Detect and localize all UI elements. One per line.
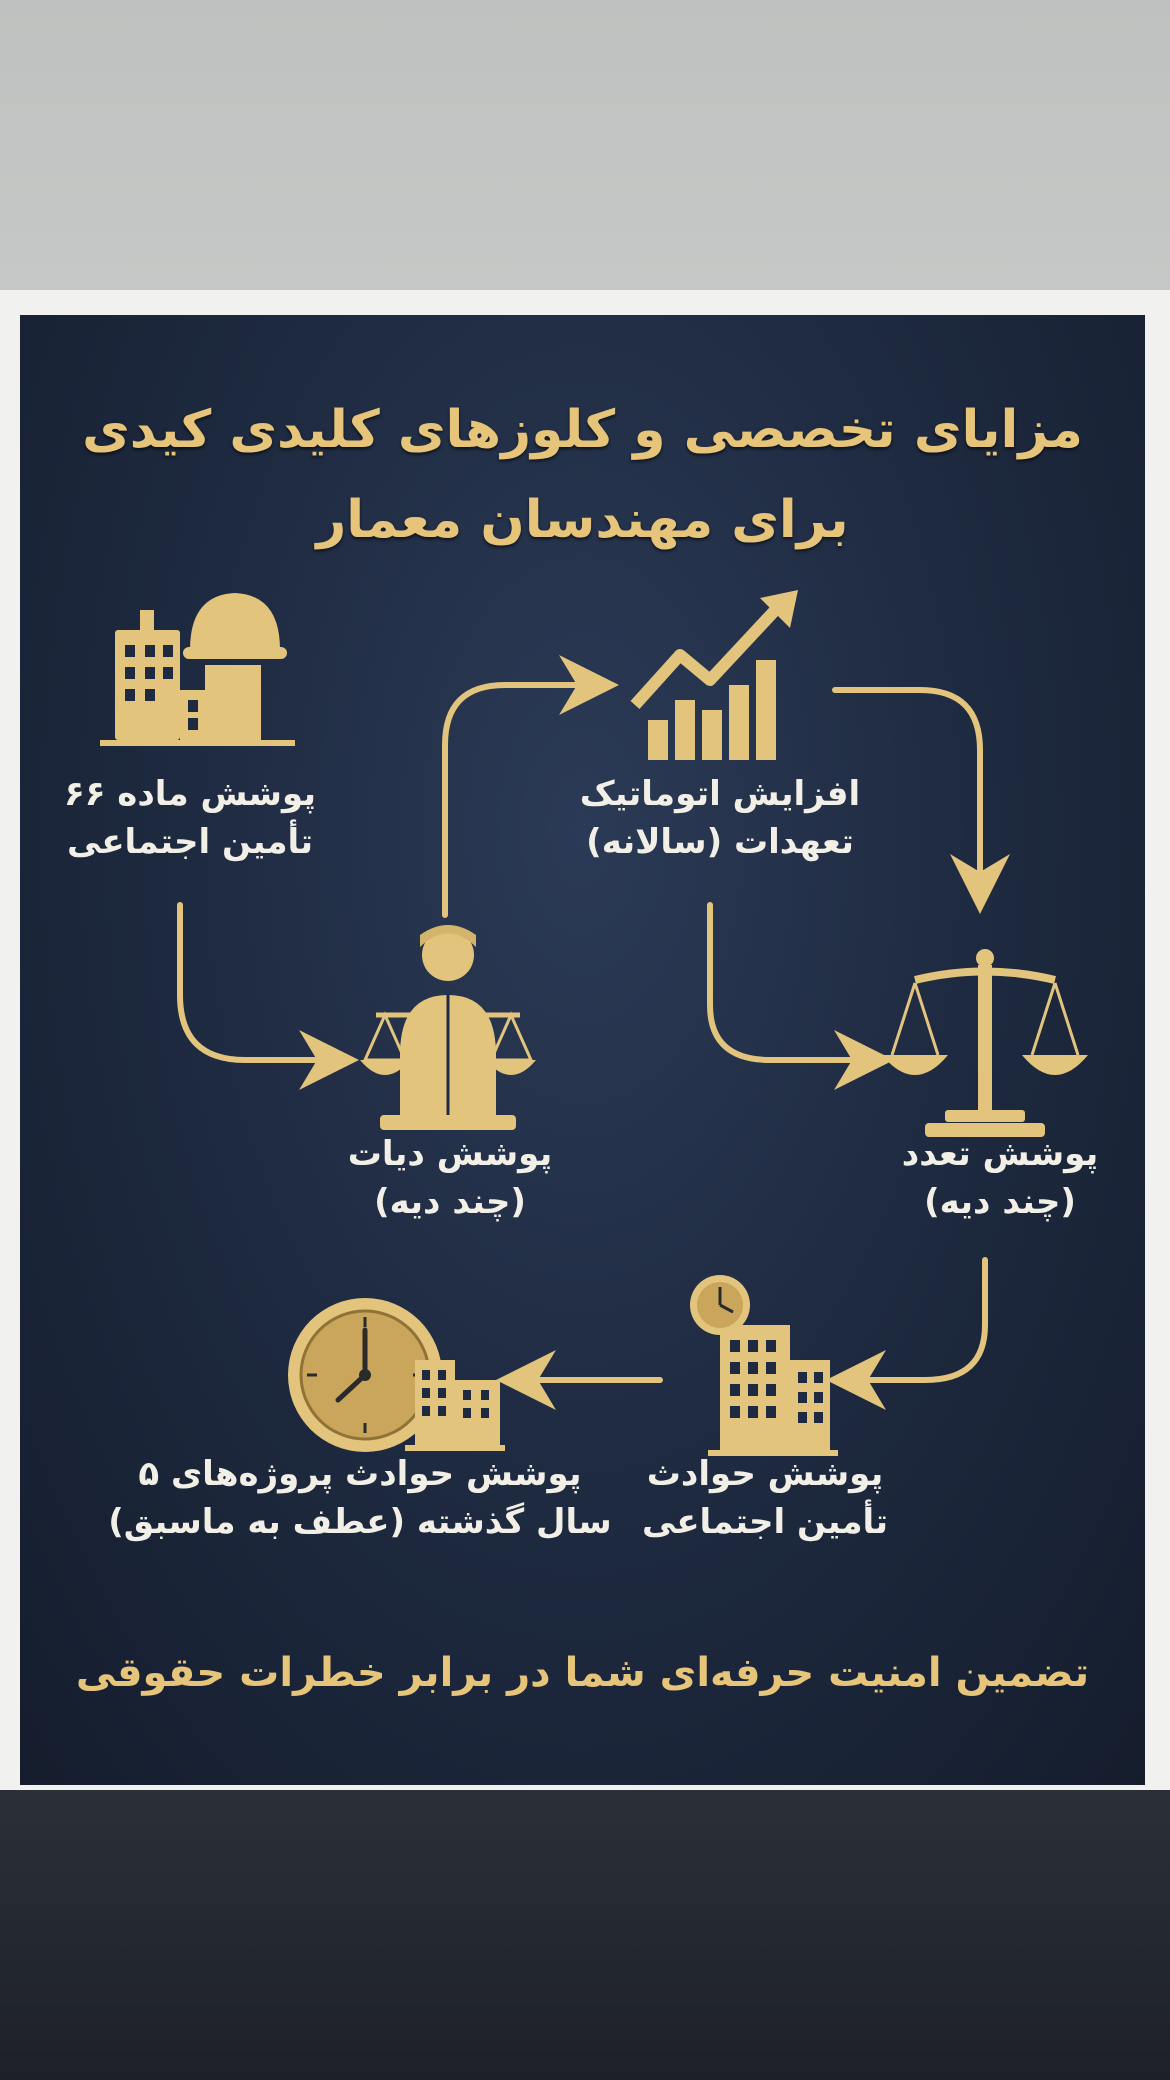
clock-building-icon <box>288 1298 505 1452</box>
flow-diagram <box>100 590 1088 1456</box>
label-retroactive-coverage: پوشش حوادث پروژه‌های ۵ سال گذشته (عطف به… <box>108 1454 612 1542</box>
arrow-growth-to-scales <box>832 687 1010 914</box>
building-helmet-icon <box>100 593 295 746</box>
label-social-security-accident: پوشش حوادث تأمین اجتماعی <box>641 1454 889 1542</box>
label-multiple-coverage: پوشش تعدد (چند دیه) <box>901 1134 1099 1222</box>
label-article-66: پوشش ماده ۶۶ تأمین اجتماعی <box>63 774 317 862</box>
arrow-diyat-to-growth <box>442 655 619 918</box>
justice-person-icon <box>360 925 536 1130</box>
bottom-dark-band <box>0 1790 1170 2080</box>
top-gray-band <box>0 0 1170 290</box>
growth-chart-icon <box>630 590 798 760</box>
building-clock-icon <box>690 1275 838 1456</box>
title-line-1: مزایای تخصصی و کلوزهای کلیدی کیدی <box>82 400 1083 460</box>
scales-icon <box>882 949 1088 1137</box>
label-auto-increase: افزایش اتوماتیک تعهدات (سالانه) <box>579 774 861 862</box>
label-diyat-coverage: پوشش دیات (چند دیه) <box>347 1134 553 1222</box>
arrow-auto-to-scales <box>707 902 894 1090</box>
arrow-scales-to-accident <box>826 1257 988 1410</box>
footer-slogan: تضمین امنیت حرفه‌ای شما در برابر خطرات ح… <box>75 1650 1090 1696</box>
infographic-card: مزایای تخصصی و کلوزهای کلیدی کیدی برای م… <box>20 315 1145 1785</box>
arrow-66-to-diyat <box>177 902 359 1090</box>
title-line-2: برای مهندسان معمار <box>316 490 849 550</box>
